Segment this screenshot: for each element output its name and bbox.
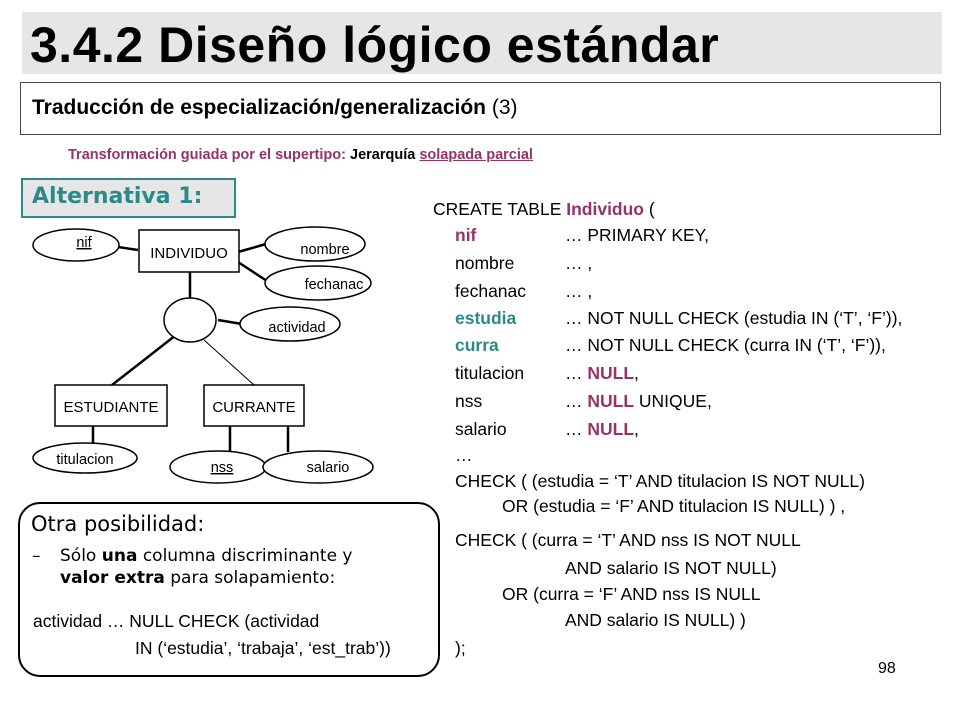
attr-actividad: actividad <box>268 320 325 336</box>
attr-nif: nif <box>76 235 92 251</box>
transform-link[interactable]: solapada parcial <box>419 147 533 163</box>
entity-individuo <box>138 229 240 273</box>
other-possibility-title: Otra posibilidad: <box>31 512 205 536</box>
sql-line-15: OR (curra = ‘F’ AND nss IS NULL <box>502 584 761 604</box>
subtitle-number: (3) <box>491 96 518 119</box>
subtitle: Traducción de especialización/generaliza… <box>32 96 518 120</box>
attr-salario-ellipse <box>262 450 374 484</box>
attr-salario: salario <box>307 460 350 476</box>
sql-line-8: nss <box>455 391 483 411</box>
attr-nombre: nombre <box>300 242 349 258</box>
sql-null: NULL <box>587 363 635 383</box>
sql-null: NULL <box>587 391 635 411</box>
sql-line-5: estudia <box>455 307 516 329</box>
sql-null: NULL <box>587 419 635 439</box>
entity-individuo-label: INDIVIDUO <box>150 245 228 262</box>
transform-value: Jerarquía <box>350 147 416 163</box>
sql-line-16: AND salario IS NULL) ) <box>565 610 746 630</box>
alternative-box <box>21 178 236 218</box>
attr-actividad-ellipse <box>239 306 341 342</box>
sql-line-5-def: … NOT NULL CHECK (estudia IN (‘T’, ‘F’))… <box>565 308 903 328</box>
sql-line-6: curra <box>455 334 499 356</box>
title-bar <box>22 12 942 74</box>
er-diagram: INDIVIDUO ESTUDIANTE CURRANTE nif nombre… <box>0 0 440 500</box>
page-title: 3.4.2 Diseño lógico estándar <box>30 17 720 73</box>
sql-line-14: AND salario IS NOT NULL) <box>565 558 777 578</box>
bullet-emphasis: una <box>101 546 138 566</box>
sql-text: , <box>634 419 639 439</box>
sql-line-9: salario <box>455 419 507 439</box>
other-possibility-bullet: – Sólo una columna discriminante y valor… <box>32 545 353 589</box>
attr-nif-ellipse <box>32 228 120 262</box>
entity-currante <box>203 384 305 427</box>
bullet-text: para solapamiento: <box>164 568 336 588</box>
sql-line-17: ); <box>455 638 466 658</box>
transform-label: Transformación guiada por el supertipo: <box>68 147 346 163</box>
entity-currante-label: CURRANTE <box>212 399 295 416</box>
sql-line-13: CHECK ( (curra = ‘T’ AND nss IS NOT NULL <box>455 530 801 550</box>
subtitle-text: Traducción de especialización/generaliza… <box>32 96 486 119</box>
sql-line-4-def: … , <box>565 281 593 301</box>
sql-line-7: titulacion <box>455 363 525 383</box>
sql-line-12: OR (estudia = ‘F’ AND titulacion IS NULL… <box>502 496 846 516</box>
sql-line-10: … <box>455 445 473 465</box>
other-possibility-box <box>18 502 440 677</box>
other-code-line-2: IN (‘estudia’, ‘trabaja’, ‘est_trab’)) <box>135 638 391 658</box>
sql-line-7-def: … NULL, <box>565 362 639 384</box>
attr-titulacion-ellipse <box>32 442 138 474</box>
entity-estudiante <box>54 384 168 427</box>
attr-fechanac-ellipse <box>264 265 372 301</box>
sql-text: UNIQUE, <box>634 391 712 411</box>
sql-text: , <box>634 363 639 383</box>
sql-line-11: CHECK ( (estudia = ‘T’ AND titulacion IS… <box>455 471 865 491</box>
sql-line-9-def: … NULL, <box>565 418 639 440</box>
sql-text: … <box>565 363 588 383</box>
sql-line-3-def: … , <box>565 253 593 273</box>
sql-line-4: fechanac <box>455 281 527 301</box>
sql-text: … <box>565 419 588 439</box>
sql-table-name: Individuo <box>566 199 645 219</box>
sql-line-6-def: … NOT NULL CHECK (curra IN (‘T’, ‘F’)), <box>565 335 886 355</box>
sql-text: … <box>565 391 588 411</box>
attr-nss: nss <box>211 460 234 476</box>
attr-nombre-ellipse <box>264 226 366 262</box>
entity-estudiante-label: ESTUDIANTE <box>63 399 158 416</box>
bullet-emphasis: valor extra <box>60 568 165 588</box>
hierarchy-circle <box>163 297 217 343</box>
bullet-text: columna discriminante y <box>137 546 353 566</box>
sql-text: ( <box>644 199 655 219</box>
alternative-label: Alternativa 1: <box>32 184 203 209</box>
bullet-text: Sólo <box>60 546 102 566</box>
sql-line-1: CREATE TABLE Individuo ( <box>433 198 655 220</box>
sql-column: estudia <box>455 308 517 328</box>
attr-fechanac: fechanac <box>305 277 364 293</box>
sql-column: curra <box>455 335 499 355</box>
other-code-line-1: actividad … NULL CHECK (actividad <box>33 611 320 631</box>
sql-column: nif <box>455 225 477 245</box>
page-number: 98 <box>878 660 896 677</box>
transform-line: Transformación guiada por el supertipo: … <box>68 147 533 163</box>
sql-line-3: nombre <box>455 253 515 273</box>
sql-text: CREATE TABLE <box>433 199 567 219</box>
subtitle-box <box>20 82 941 135</box>
sql-line-8-def: … NULL UNIQUE, <box>565 390 712 412</box>
attr-titulacion: titulacion <box>56 452 113 468</box>
sql-line-2-def: … PRIMARY KEY, <box>565 225 709 245</box>
sql-line-2: nif <box>455 224 476 246</box>
bullet-dash: – <box>32 546 41 566</box>
